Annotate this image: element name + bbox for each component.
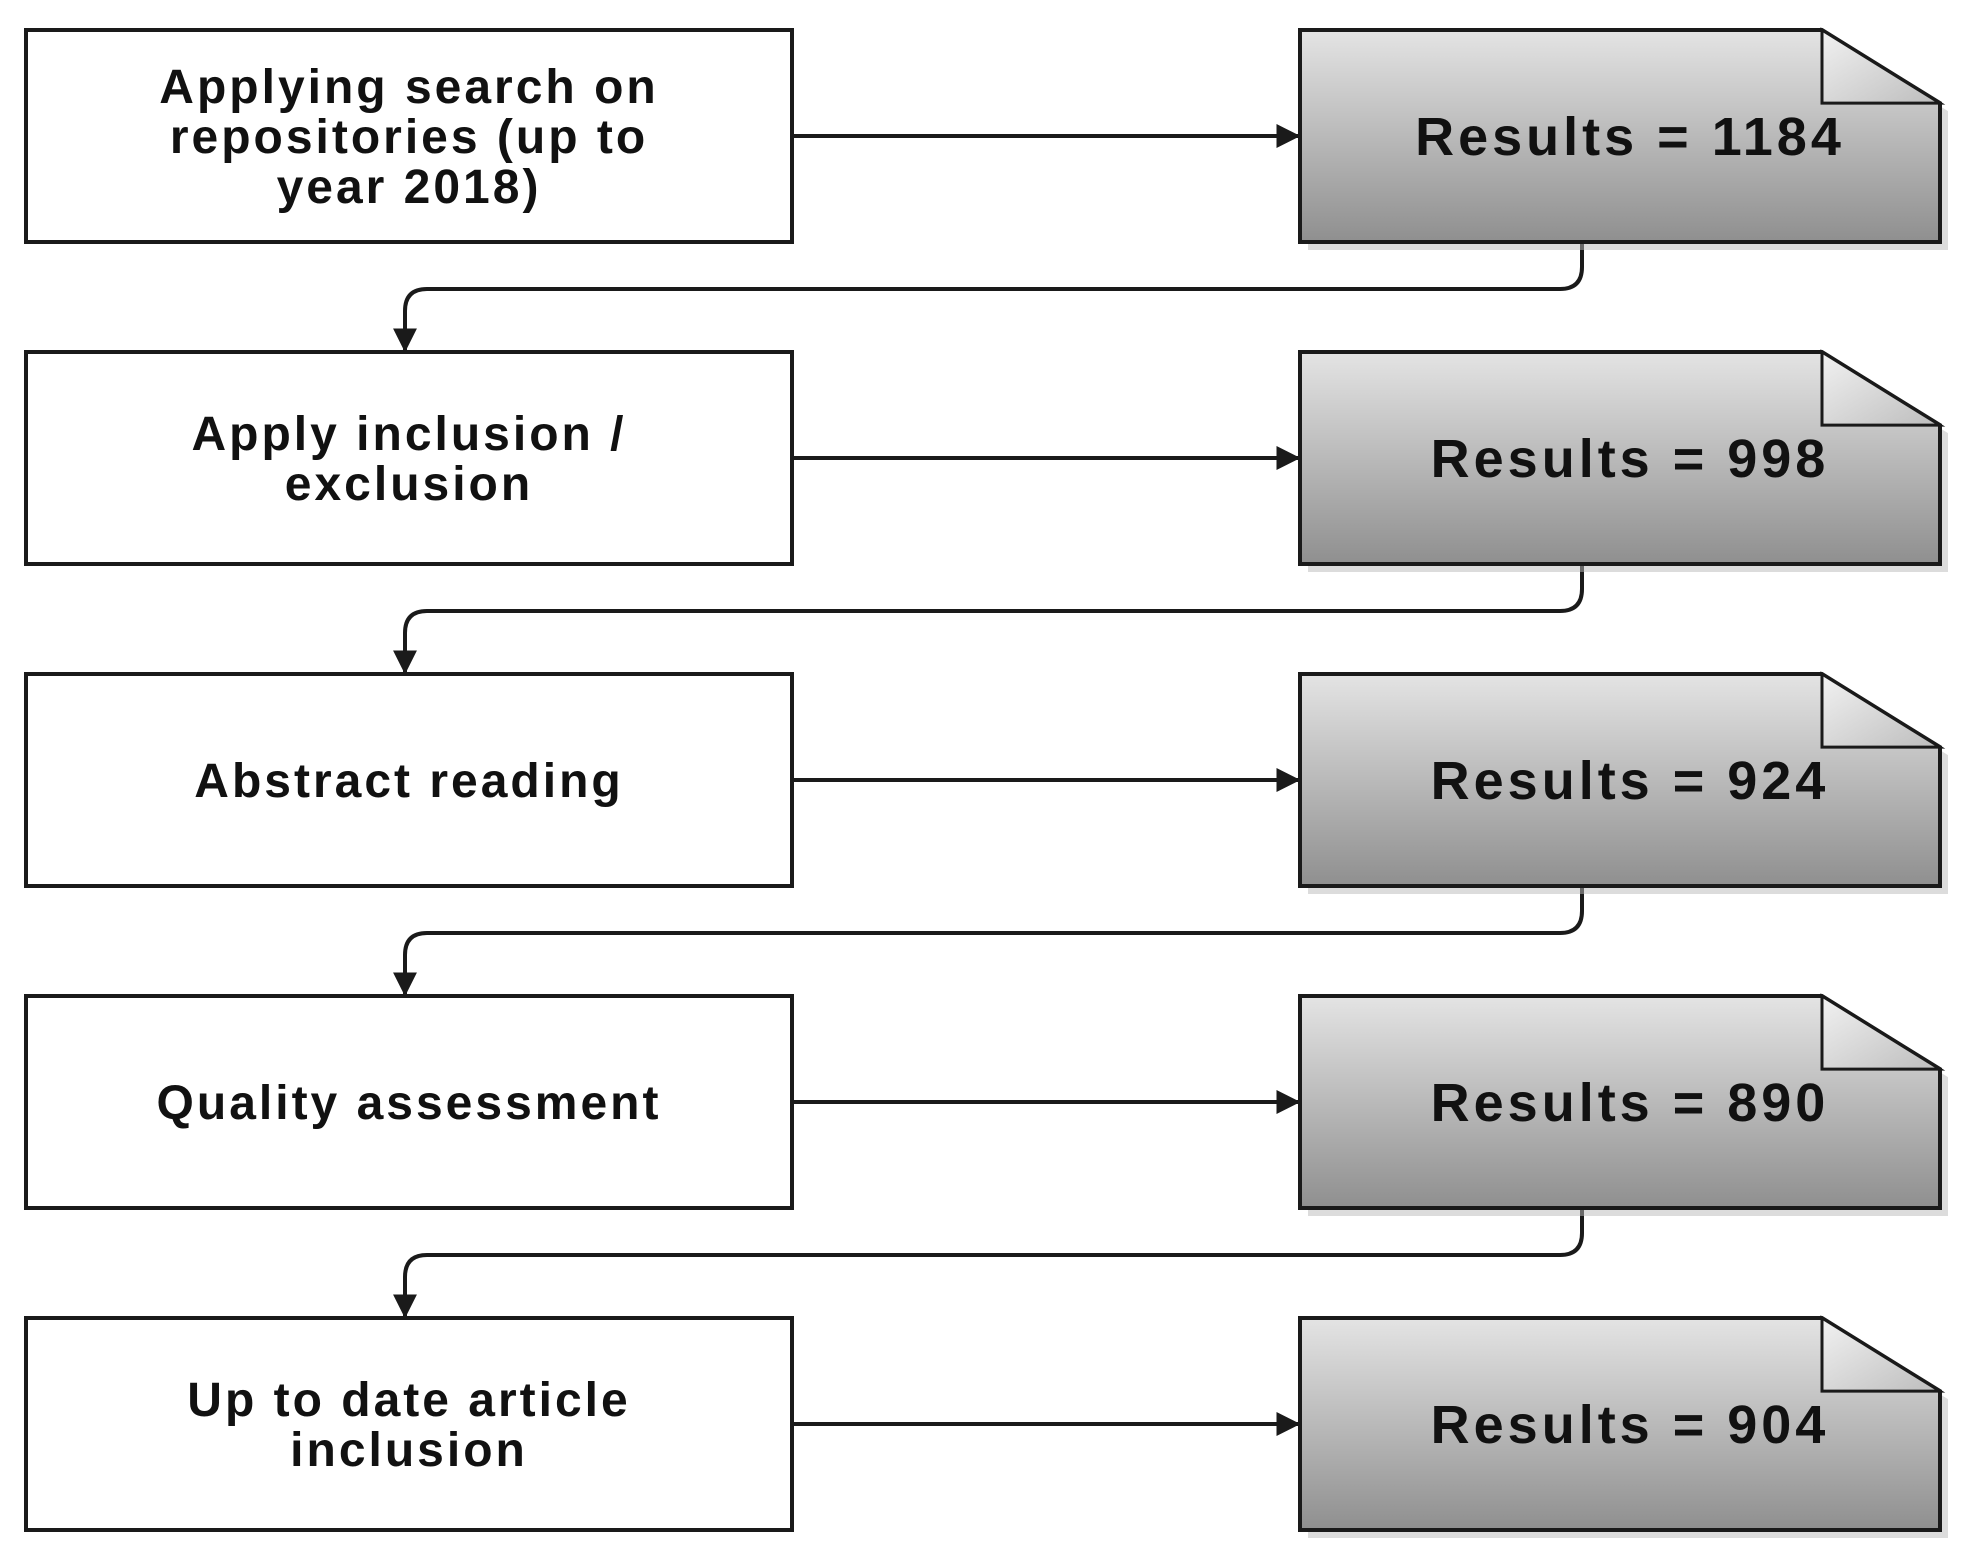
- result-count-label: Results = 924: [1431, 751, 1830, 811]
- step-box: Abstract reading: [24, 672, 794, 888]
- result-document-fold: [1820, 1315, 1946, 1393]
- result-count-label: Results = 1184: [1415, 107, 1845, 167]
- flow-arrow-down: [393, 242, 1584, 353]
- result-document-fold: [1820, 349, 1946, 427]
- step-box-frame: [24, 994, 794, 1210]
- result-document-fold: [1820, 671, 1946, 749]
- result-document-fold: [1820, 993, 1946, 1071]
- step-label-line: Quality assessment: [157, 1077, 662, 1130]
- step-box-frame: [24, 1316, 794, 1532]
- flow-arrow-down: [393, 1208, 1584, 1319]
- step-box-frame: [24, 672, 794, 888]
- step-label-line: repositories (up to: [170, 111, 648, 164]
- step-box-frame: [24, 350, 794, 566]
- step-label-line: Applying search on: [159, 61, 658, 114]
- result-document: Results = 1184: [1298, 27, 1948, 250]
- result-count-label: Results = 890: [1431, 1073, 1830, 1133]
- step-box: Quality assessment: [24, 994, 794, 1210]
- flow-arrow-down: [393, 886, 1584, 997]
- result-document: Results = 904: [1298, 1315, 1948, 1538]
- result-count-label: Results = 904: [1431, 1395, 1830, 1455]
- step-box: Apply inclusion /exclusion: [24, 350, 794, 566]
- step-label-line: Abstract reading: [194, 755, 623, 808]
- result-document-fold: [1820, 27, 1946, 105]
- result-count-label: Results = 998: [1431, 429, 1830, 489]
- result-document-body: [1298, 994, 1942, 1210]
- step-label-line: Up to date article: [187, 1374, 630, 1427]
- result-document: Results = 890: [1298, 993, 1948, 1216]
- result-document-body: [1298, 350, 1942, 566]
- step-label-line: Apply inclusion /: [191, 408, 626, 461]
- result-document: Results = 924: [1298, 671, 1948, 894]
- result-document-body: [1298, 672, 1942, 888]
- result-document-body: [1298, 28, 1942, 244]
- step-box-frame: [24, 28, 794, 244]
- flow-arrow-down: [393, 564, 1584, 675]
- step-label-line: inclusion: [290, 1424, 528, 1477]
- step-label-line: year 2018): [277, 161, 542, 214]
- result-document-body: [1298, 1316, 1942, 1532]
- step-label-line: exclusion: [285, 458, 533, 511]
- result-document: Results = 998: [1298, 349, 1948, 572]
